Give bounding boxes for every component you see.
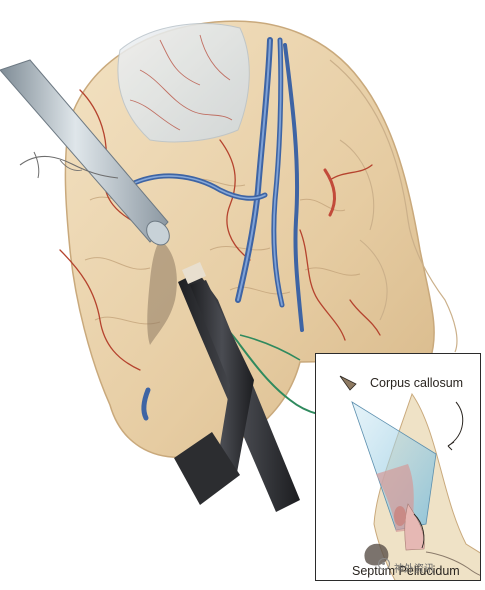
corpus-callosum-label: Corpus callosum xyxy=(370,376,464,390)
wechat-logo-icon xyxy=(378,558,390,570)
watermark-text: 神外资讯 xyxy=(394,564,434,575)
forceps-instrument xyxy=(174,262,300,512)
inset-panel: Corpus callosum Septum Pellucidum xyxy=(315,353,481,581)
inset-ventricle-diagram xyxy=(339,375,480,580)
retractor-instrument xyxy=(0,59,170,246)
artist-signature xyxy=(19,155,119,179)
